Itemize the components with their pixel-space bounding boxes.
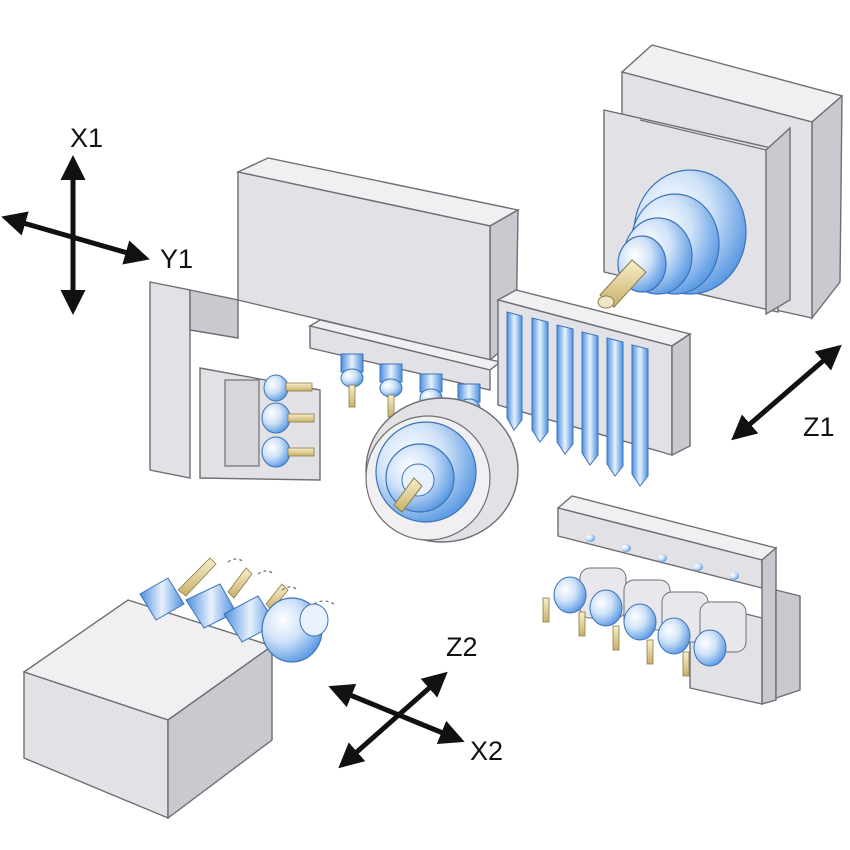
comb-tools bbox=[506, 311, 649, 487]
z1-axis-arrow bbox=[731, 344, 842, 441]
comb-tool-holder bbox=[496, 289, 692, 487]
y1-axis-arrow bbox=[1, 211, 150, 265]
z2-x2-axis-cross: Z2 X2 bbox=[328, 632, 503, 769]
tool-1 bbox=[263, 374, 313, 402]
lower-right-turret bbox=[542, 495, 801, 705]
main-spindle bbox=[597, 169, 747, 309]
z1-axis: Z1 bbox=[731, 344, 842, 442]
x2-axis-arrow bbox=[328, 684, 465, 744]
upper-left-tool-stack bbox=[224, 374, 315, 468]
x1-axis-label: X1 bbox=[70, 123, 103, 153]
lower-left-tools bbox=[139, 557, 329, 663]
x2-axis-label: X2 bbox=[470, 736, 503, 766]
lower-left-turret bbox=[22, 557, 335, 820]
tool-2 bbox=[261, 402, 315, 434]
tool-3 bbox=[261, 436, 315, 468]
milling-spindle bbox=[365, 397, 519, 543]
x1-y1-axis-cross: X1 Y1 bbox=[1, 123, 193, 315]
lower-right-holes bbox=[585, 534, 739, 580]
rotation-marks bbox=[227, 558, 335, 605]
y1-axis-label: Y1 bbox=[160, 244, 193, 274]
z2-axis-label: Z2 bbox=[446, 632, 478, 662]
z2-axis-arrow bbox=[338, 671, 448, 769]
lower-right-tools bbox=[542, 567, 747, 677]
z1-axis-label: Z1 bbox=[803, 412, 835, 442]
